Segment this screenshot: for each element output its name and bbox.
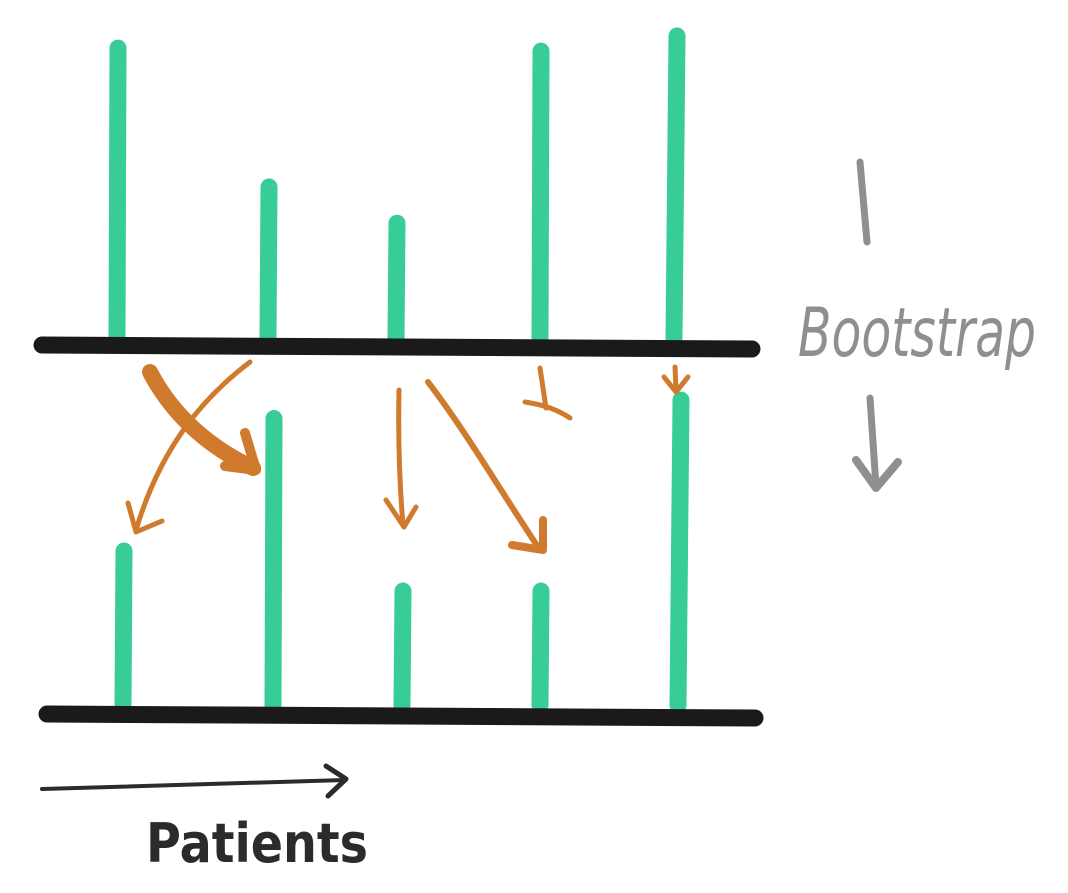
original-sample-bars: [108, 27, 686, 347]
bootstrap-sample-bar-2: [264, 410, 283, 714]
bootstrap-sample-bar-1: [114, 542, 133, 714]
bootstrap-sample-baseline: [38, 705, 764, 727]
resample-arrow-1-to-2: [142, 364, 261, 476]
not-resampled-cross: [522, 365, 573, 421]
patients-label: Patients: [146, 812, 368, 875]
bootstrap-sample-bar-3: [393, 582, 412, 714]
resample-arrow-3-to-4: [425, 379, 547, 554]
bootstrap-sample-bars: [114, 391, 690, 714]
original-sample-bar-4: [531, 42, 550, 347]
resample-arrow-5-to-5: [661, 364, 691, 395]
bootstrap-top-stroke: [856, 158, 871, 246]
bootstrap-annotation: [852, 158, 902, 492]
resample-arrow-3-to-3: [383, 387, 419, 530]
resampling-arrows: [125, 359, 691, 554]
original-sample-bar-5: [665, 27, 686, 347]
bootstrap-label: Bootstrap: [798, 294, 1036, 373]
patients-axis-arrow: [40, 763, 349, 799]
bootstrap-down-arrow-icon: [852, 394, 902, 492]
bootstrap-sample-bar-5: [669, 391, 690, 714]
patients-arrow-icon: [323, 763, 349, 799]
original-sample-bar-1: [108, 39, 127, 347]
original-sample-bar-3: [387, 214, 406, 347]
original-sample-bar-2: [259, 178, 278, 347]
original-sample-baseline: [33, 336, 761, 358]
resample-arrow-2-to-1: [125, 359, 253, 535]
bootstrap-sample-bar-4: [531, 582, 550, 714]
